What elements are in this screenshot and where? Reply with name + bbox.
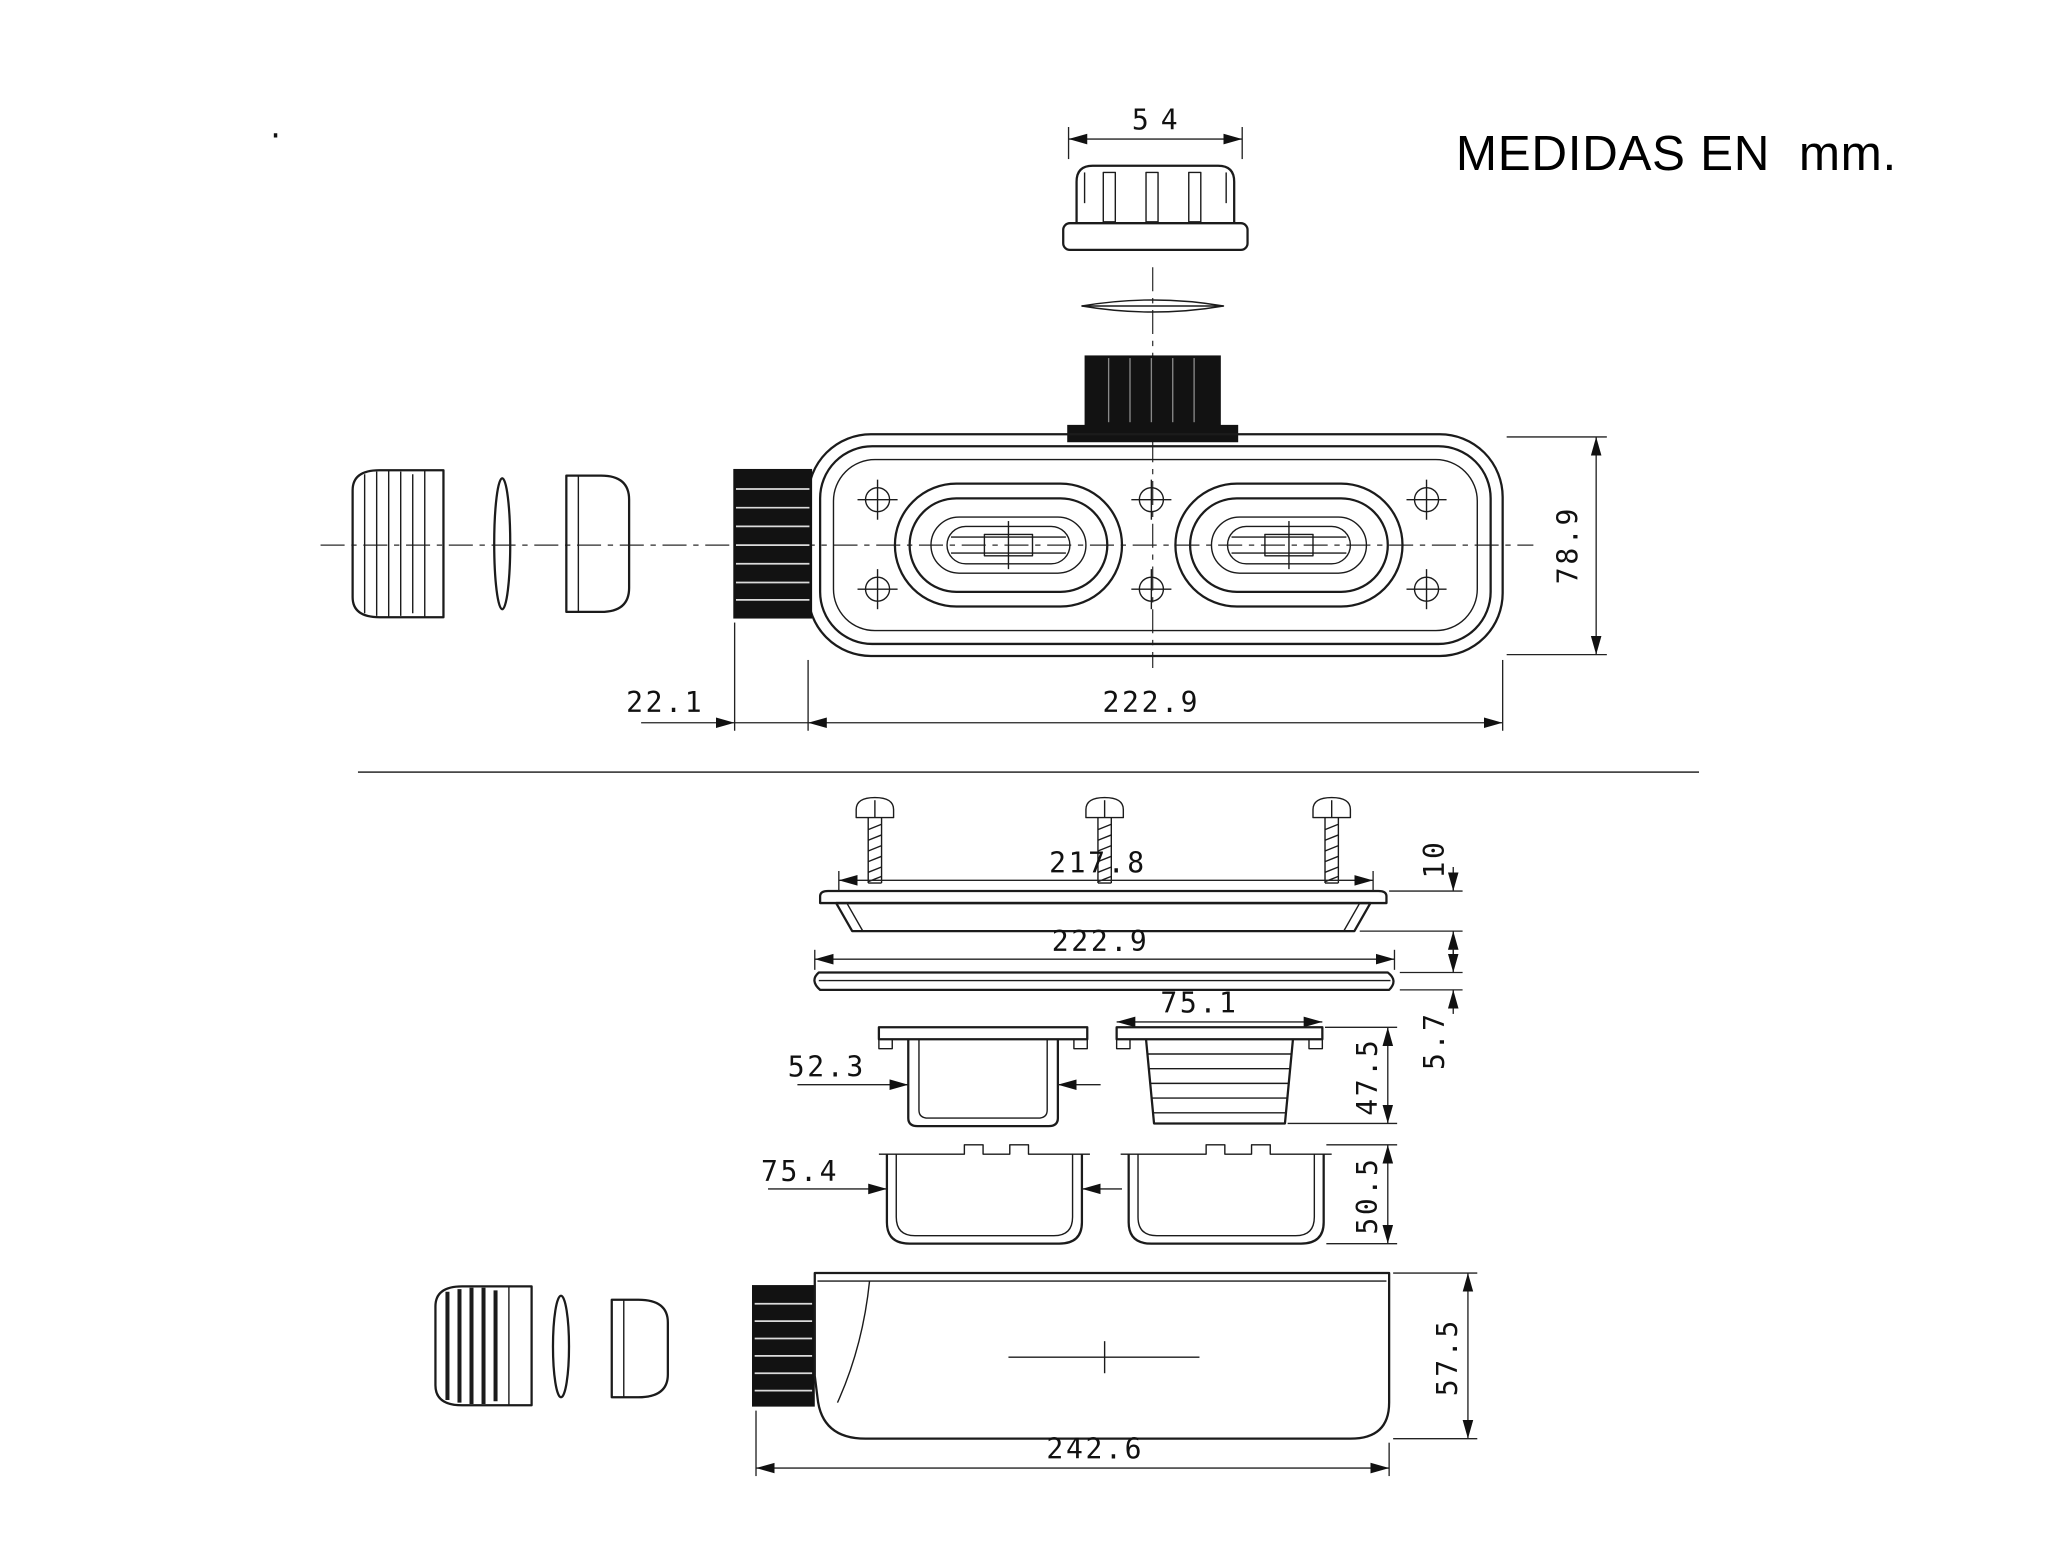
title-block: MEDIDAS EN mm. . bbox=[267, 112, 1897, 181]
dim-cap-width: 54 bbox=[1132, 104, 1190, 137]
dim-gasket-height: 5.7 bbox=[1418, 1011, 1451, 1070]
threaded-inlet-side-view-top bbox=[733, 468, 813, 619]
screw-hole-icon bbox=[856, 568, 899, 610]
screw-hole-icon bbox=[1130, 568, 1173, 610]
threaded-inlet-side-view-bottom bbox=[751, 1285, 815, 1407]
outlet-connector-front-view bbox=[1067, 355, 1239, 443]
siphon-insert-right bbox=[1115, 1026, 1324, 1125]
dim-cap-width-lines bbox=[1067, 127, 1243, 160]
dim-siphon-body: 52.3 bbox=[788, 1051, 866, 1084]
dim-siphon-height-lines bbox=[1287, 1026, 1398, 1125]
grate-unit-right bbox=[1174, 482, 1404, 608]
dim-siphon-flange: 75.1 bbox=[1160, 987, 1238, 1020]
exploded-view: 217.8 10 222.9 5.7 bbox=[434, 796, 1478, 1477]
dim-inlet-length-lines bbox=[641, 622, 809, 731]
base-tray-side-view bbox=[813, 1271, 1391, 1440]
screw-hole-icon bbox=[856, 478, 899, 521]
dim-body-width-lines bbox=[1506, 436, 1607, 656]
knurled-cap-side-view-top bbox=[351, 469, 445, 619]
compression-cup-side-view-top bbox=[565, 474, 631, 614]
dim-siphon-height: 47.5 bbox=[1351, 1038, 1384, 1116]
dim-base-height: 57.5 bbox=[1431, 1318, 1464, 1396]
dim-basket-height: 50.5 bbox=[1351, 1156, 1384, 1234]
dim-cover-length: 217.8 bbox=[1049, 846, 1147, 879]
screw-hole-icon bbox=[1130, 478, 1173, 521]
dim-cover-height-lines bbox=[1359, 866, 1463, 956]
dim-basket-width: 75.4 bbox=[761, 1155, 839, 1188]
dim-gasket-length-lines bbox=[814, 949, 1396, 970]
dim-base-length-lines bbox=[755, 1410, 1390, 1477]
stray-dot: . bbox=[267, 112, 287, 145]
top-assembly-view: 54 bbox=[320, 104, 1607, 731]
basket-right bbox=[1120, 1144, 1332, 1245]
screw-hole-icon bbox=[1405, 478, 1448, 521]
dim-basket-height-lines bbox=[1326, 1144, 1398, 1245]
dim-inlet-length: 22.1 bbox=[626, 686, 704, 719]
dim-base-length: 242.6 bbox=[1046, 1433, 1144, 1466]
gasket-side-view bbox=[813, 971, 1395, 992]
screw-hole-icon bbox=[1405, 568, 1448, 610]
cover-plate-side-view bbox=[818, 889, 1388, 933]
basket-left bbox=[878, 1144, 1090, 1245]
siphon-insert-left bbox=[877, 1026, 1089, 1128]
grate-unit-left bbox=[893, 482, 1124, 608]
dim-body-length-lines bbox=[807, 659, 1504, 731]
knurled-cap-front-view bbox=[1062, 164, 1249, 252]
dim-base-height-lines bbox=[1393, 1272, 1478, 1440]
screw-left bbox=[855, 796, 895, 884]
screw-right bbox=[1312, 796, 1352, 884]
seal-washer-side-view-top bbox=[493, 477, 512, 611]
dim-cover-height: 10 bbox=[1418, 839, 1451, 878]
dim-gasket-length: 222.9 bbox=[1052, 925, 1150, 958]
units-note: MEDIDAS EN mm. bbox=[1456, 126, 1897, 181]
dim-body-length: 222.9 bbox=[1102, 686, 1200, 719]
knurled-cap-side-view-bottom bbox=[434, 1285, 533, 1407]
seal-washer-front-view bbox=[1081, 299, 1225, 313]
dim-cover-length-lines bbox=[838, 871, 1374, 892]
seal-washer-side-view-bottom bbox=[551, 1294, 571, 1399]
dim-body-width: 78.9 bbox=[1551, 506, 1584, 584]
dim-gasket-height-lines bbox=[1399, 948, 1463, 1014]
compression-cup-side-view-bottom bbox=[610, 1298, 669, 1399]
